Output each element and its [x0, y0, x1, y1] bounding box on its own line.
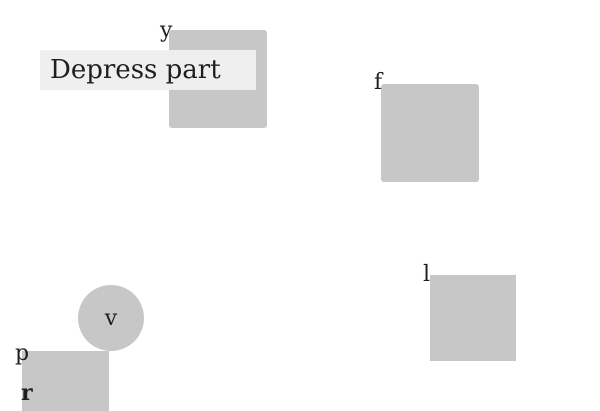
widget-r-label: r [21, 380, 33, 406]
widget-f-button[interactable] [381, 84, 479, 182]
widget-l-button[interactable] [430, 275, 516, 361]
widget-p-label: p [15, 341, 30, 366]
widget-v-label: v [104, 305, 118, 331]
tooltip-text: Depress part [50, 55, 221, 85]
tooltip: Depress part [40, 50, 256, 90]
widget-p-button[interactable] [22, 351, 109, 411]
widget-f-label: f [374, 70, 383, 95]
widget-v-button[interactable]: v [78, 285, 144, 351]
widget-y-label: y [160, 18, 173, 43]
widget-l-label: l [423, 262, 431, 287]
